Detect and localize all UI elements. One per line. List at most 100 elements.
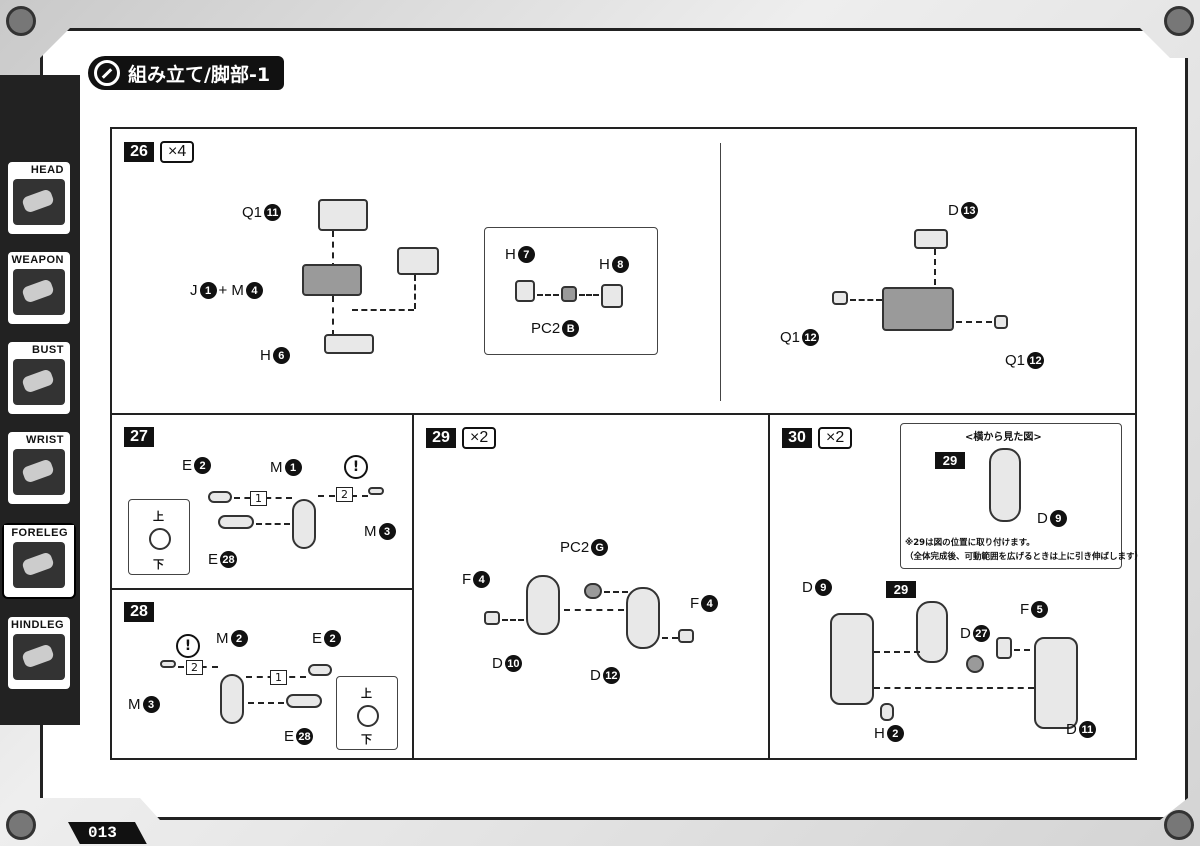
tab-hindleg[interactable]: HINDLEG: [6, 615, 72, 691]
hindleg-thumbnail-icon: [13, 634, 65, 680]
step-badge: 27: [124, 427, 154, 447]
order-step-2: 2: [336, 487, 353, 502]
orientation-down: 下: [153, 558, 164, 571]
tab-label: HEAD: [30, 164, 64, 176]
page-number: 013: [68, 822, 147, 844]
head-thumbnail-icon: [13, 179, 65, 225]
assembly-arrow: [414, 275, 416, 309]
part-assembled-block: [882, 287, 954, 331]
note-line-1: ※29は図の位置に取り付けます。: [905, 538, 1035, 548]
part-side-view: [989, 448, 1021, 522]
warning-icon: !: [176, 634, 200, 658]
part-badge-29: 29: [886, 581, 916, 598]
part-29: [916, 601, 948, 663]
tab-bust[interactable]: BUST: [6, 340, 72, 416]
inset-title: <横から見た図>: [965, 432, 1042, 443]
assembly-arrow: [874, 651, 920, 653]
part-e2-pin: [208, 491, 232, 503]
tab-head[interactable]: HEAD: [6, 160, 72, 236]
part-h7: [515, 280, 535, 302]
joint-icon: [357, 705, 379, 727]
section-sidebar: HEAD WEAPON BUST WRIST FORELEG HINDLEG: [0, 75, 80, 725]
part-pc2-g: [584, 583, 602, 599]
corner-bolt-icon: [1164, 6, 1194, 36]
orientation-down: 下: [361, 733, 372, 746]
step-multiplier: ×2: [818, 427, 853, 449]
tab-label: FORELEG: [4, 525, 74, 539]
assembly-arrow: [256, 523, 290, 525]
step-number: 27: [124, 427, 154, 447]
assembly-arrow: [662, 637, 678, 639]
assembly-arrow: [502, 619, 524, 621]
assembly-arrow: [850, 299, 882, 301]
tab-label: BUST: [32, 344, 64, 356]
step-number: 30: [782, 428, 812, 448]
step-multiplier: ×2: [462, 427, 497, 449]
tab-label: WRIST: [26, 434, 64, 446]
assembly-arrow: [332, 231, 334, 269]
step-number: 29: [426, 428, 456, 448]
part-q1-right: [994, 315, 1008, 329]
order-step-1: 1: [270, 670, 287, 685]
tab-label: HINDLEG: [11, 619, 64, 631]
part-q1-cap: [318, 199, 368, 231]
corner-bolt-icon: [1164, 810, 1194, 840]
step-number: 26: [124, 142, 154, 162]
corner-bolt-icon: [6, 6, 36, 36]
part-m3-pin: [160, 660, 176, 668]
page-title: 組み立て/脚部-1: [128, 63, 271, 86]
part-m2-arm: [220, 674, 244, 724]
part-d10: [526, 575, 560, 635]
assembly-arrow: [1014, 649, 1040, 651]
assembly-arrow: [956, 321, 992, 323]
warning-icon: !: [344, 455, 368, 479]
tab-wrist[interactable]: WRIST: [6, 430, 72, 506]
part-d12: [626, 587, 660, 649]
assembly-arrow: [352, 309, 414, 311]
tab-weapon[interactable]: WEAPON: [6, 250, 72, 326]
inset-badge: 29: [935, 452, 965, 469]
step-badge: 26 ×4: [124, 141, 195, 163]
bust-thumbnail-icon: [13, 359, 65, 405]
part-h6-base: [324, 334, 374, 354]
part-jm-block: [302, 264, 362, 296]
part-d9-frame: [830, 613, 874, 705]
part-e28-pin: [286, 694, 322, 708]
part-f4-right: [678, 629, 694, 643]
orientation-up: 上: [153, 510, 164, 523]
wrench-icon: [94, 60, 120, 86]
part-d27: [966, 655, 984, 673]
step-badge: 28: [124, 602, 154, 622]
orientation-inset: 上 下: [128, 499, 190, 575]
tab-foreleg[interactable]: FORELEG: [2, 523, 76, 599]
assembly-arrow: [564, 609, 624, 611]
part-h8: [601, 284, 623, 308]
page-header: 組み立て/脚部-1: [88, 56, 285, 90]
part-pc2-b: [561, 286, 577, 302]
part-m3-pin: [368, 487, 384, 495]
tab-label: WEAPON: [11, 254, 64, 266]
